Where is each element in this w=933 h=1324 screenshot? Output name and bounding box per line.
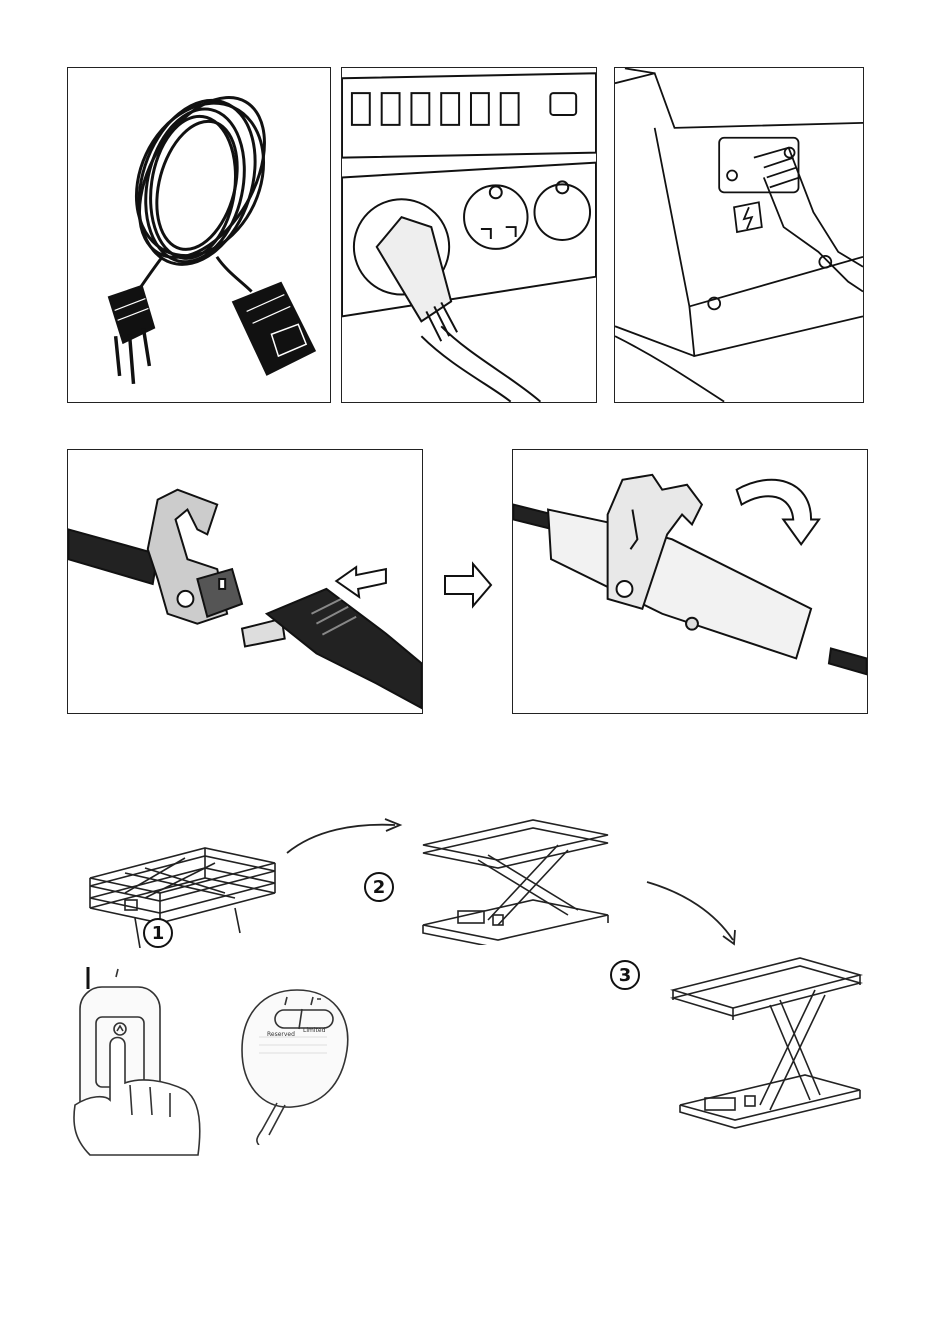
connector-locked-illustration xyxy=(513,450,867,713)
right-arrow-icon xyxy=(443,560,493,610)
iec-connector xyxy=(232,282,316,376)
socket-strip-illustration xyxy=(342,68,596,402)
panel-connector-insert xyxy=(67,449,423,714)
panel-device-inlet xyxy=(614,67,864,403)
pendant-label-right: Limited xyxy=(303,1027,326,1034)
step-1-badge: 1 xyxy=(143,918,173,948)
hand-pendant: Reserved Limited xyxy=(237,985,357,1145)
pendant-label-left: Reserved xyxy=(267,1031,295,1038)
power-cable-illustration xyxy=(68,68,330,402)
step-2-badge: 2 xyxy=(364,872,394,902)
step-3-badge: 3 xyxy=(610,960,640,990)
panel-connector-locked xyxy=(512,449,868,714)
lift-frame-lowered xyxy=(85,838,280,948)
left-arrow-icon xyxy=(336,567,386,597)
device-inlet-illustration xyxy=(615,68,863,402)
panel-power-cable xyxy=(67,67,331,403)
panel-socket-strip xyxy=(341,67,597,403)
remote-control-hand xyxy=(70,965,205,1160)
arrow-step2-to-step3 xyxy=(645,878,740,948)
lift-frame-raised-half xyxy=(418,815,613,945)
lift-frame-raised-full xyxy=(665,950,865,1140)
connector-insert-illustration xyxy=(68,450,422,713)
curved-arrow-icon xyxy=(737,480,819,545)
wall-plug xyxy=(108,285,156,384)
arrow-step1-to-step2 xyxy=(285,815,405,855)
